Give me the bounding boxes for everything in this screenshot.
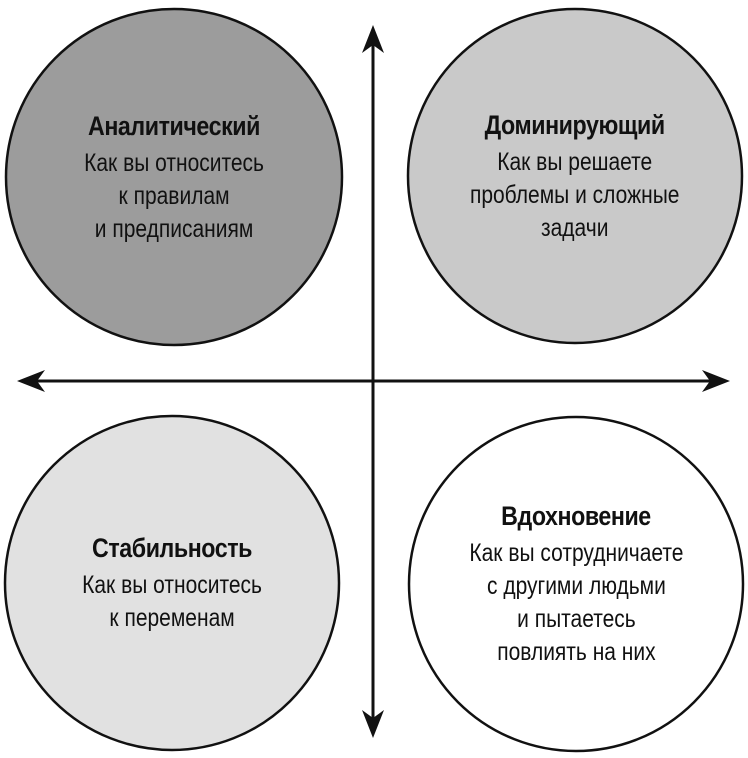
arrow-down-icon — [362, 710, 384, 738]
quadrant-description: Как вы относитесь к переменам — [82, 571, 262, 632]
quadrant-analytical: Аналитический Как вы относитесь к правил… — [16, 9, 332, 345]
quadrant-inspiration: Вдохновение Как вы сотрудничаете с други… — [419, 417, 733, 751]
quadrant-title: Аналитический — [88, 110, 260, 141]
quadrant-stability: Стабильность Как вы относитесь к перемен… — [15, 416, 329, 750]
quadrant-description: Как вы относитесь к правилам и предписан… — [84, 148, 264, 243]
arrow-right-icon — [702, 370, 730, 392]
arrow-up-icon — [362, 25, 384, 53]
quadrant-title: Стабильность — [91, 533, 252, 563]
quadrant-description: Как вы решаете проблемы и сложные задачи — [470, 147, 680, 242]
arrow-left-icon — [17, 370, 45, 392]
circle-analytical — [4, 7, 344, 347]
circle-inspiration — [407, 415, 745, 753]
quadrant-description: Как вы сотрудничаете с другими людьми и … — [468, 539, 684, 666]
quadrant-title: Доминирующий — [484, 109, 666, 140]
quadrant-dominant: Доминирующий Как вы решаете проблемы и с… — [418, 9, 732, 343]
circle-stability — [3, 414, 341, 752]
circle-dominant — [406, 7, 744, 345]
quadrant-title: Вдохновение — [501, 501, 651, 531]
